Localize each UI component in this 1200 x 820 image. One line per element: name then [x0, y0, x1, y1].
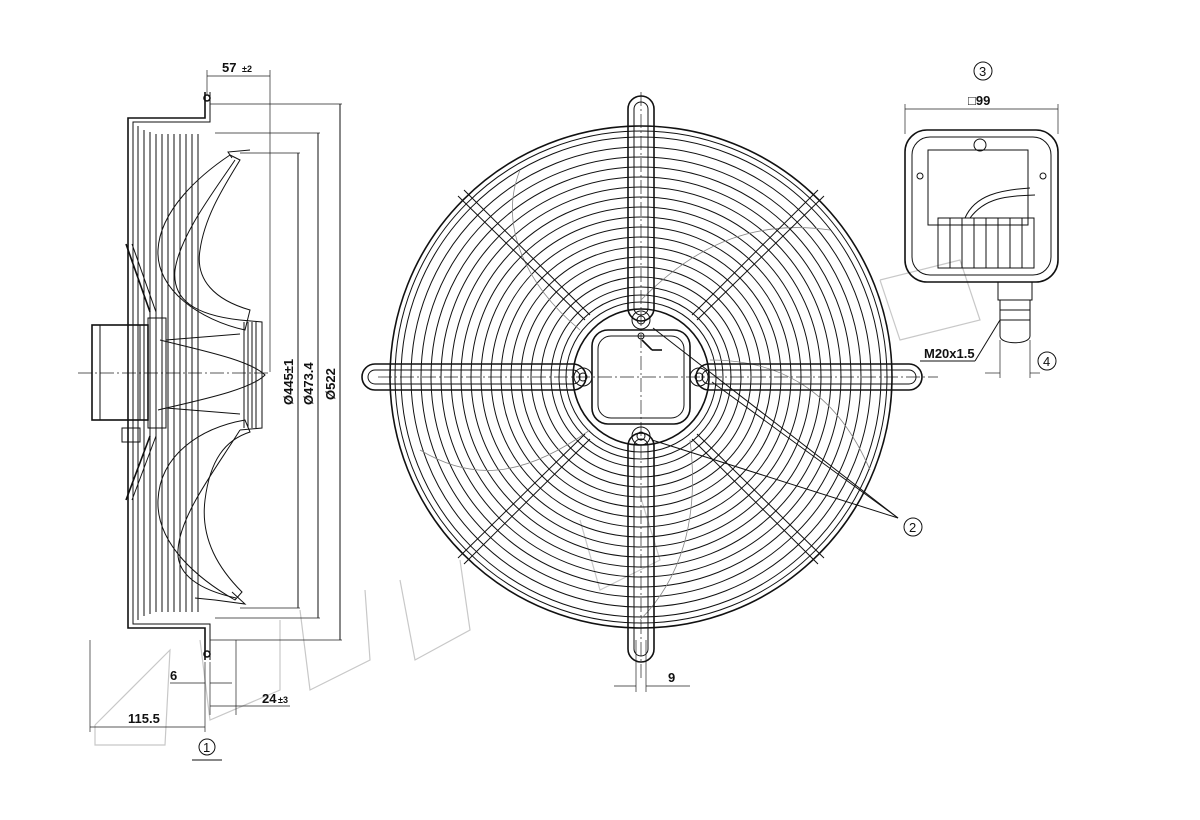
fan-blades-side — [157, 149, 266, 605]
dim-overall-depth-label: 115.5 — [128, 711, 160, 726]
dim-guard-rod-label: 9 — [668, 670, 675, 685]
fan-guard-rings — [389, 125, 893, 629]
dimension-9: 9 — [614, 640, 690, 692]
callout-2-leader: 2 — [651, 327, 923, 537]
diameter-445-label: Ø445±1 — [281, 359, 296, 405]
dimension-57: 57 ±2 — [206, 60, 271, 372]
svg-text:±2: ±2 — [242, 64, 252, 74]
gland-thread-label: M20x1.5 — [924, 346, 975, 361]
terminal-box-body — [904, 129, 1059, 283]
mounting-plate — [127, 92, 211, 660]
callout-3: 3 — [979, 64, 986, 79]
guard-spokes — [457, 189, 825, 565]
callout-1: 1 — [203, 740, 210, 755]
dim-terminal-box-size-label: □99 — [968, 93, 990, 108]
callout-2: 2 — [909, 520, 916, 535]
motor-hub-front — [572, 308, 710, 446]
cable-gland — [997, 281, 1033, 344]
dimension-bottom: 6 24 ±3 115.5 1 — [89, 640, 290, 761]
dim-bracket-thickness-label: 6 — [170, 668, 177, 683]
side-view: 57 ±2 Ø445±1 Ø473.4 Ø522 6 — [78, 60, 342, 761]
fan-blades-behind — [419, 169, 871, 621]
diameter-473-label: Ø473.4 — [301, 362, 316, 405]
svg-text:±3: ±3 — [278, 695, 288, 705]
motor-hub-side — [91, 317, 263, 431]
terminal-box-view: 3 □99 — [904, 61, 1059, 378]
watermark-logo — [94, 259, 981, 746]
dim-top-offset-label: 57 — [222, 60, 236, 75]
callout-4: 4 — [1043, 354, 1050, 369]
front-view: 9 2 — [361, 92, 938, 692]
dim-hub-offset-label: 24 — [262, 691, 277, 706]
dimension-diameters: Ø445±1 Ø473.4 Ø522 — [210, 103, 342, 641]
guard-mounting-rails — [361, 95, 923, 663]
diameter-522-label: Ø522 — [323, 368, 338, 400]
